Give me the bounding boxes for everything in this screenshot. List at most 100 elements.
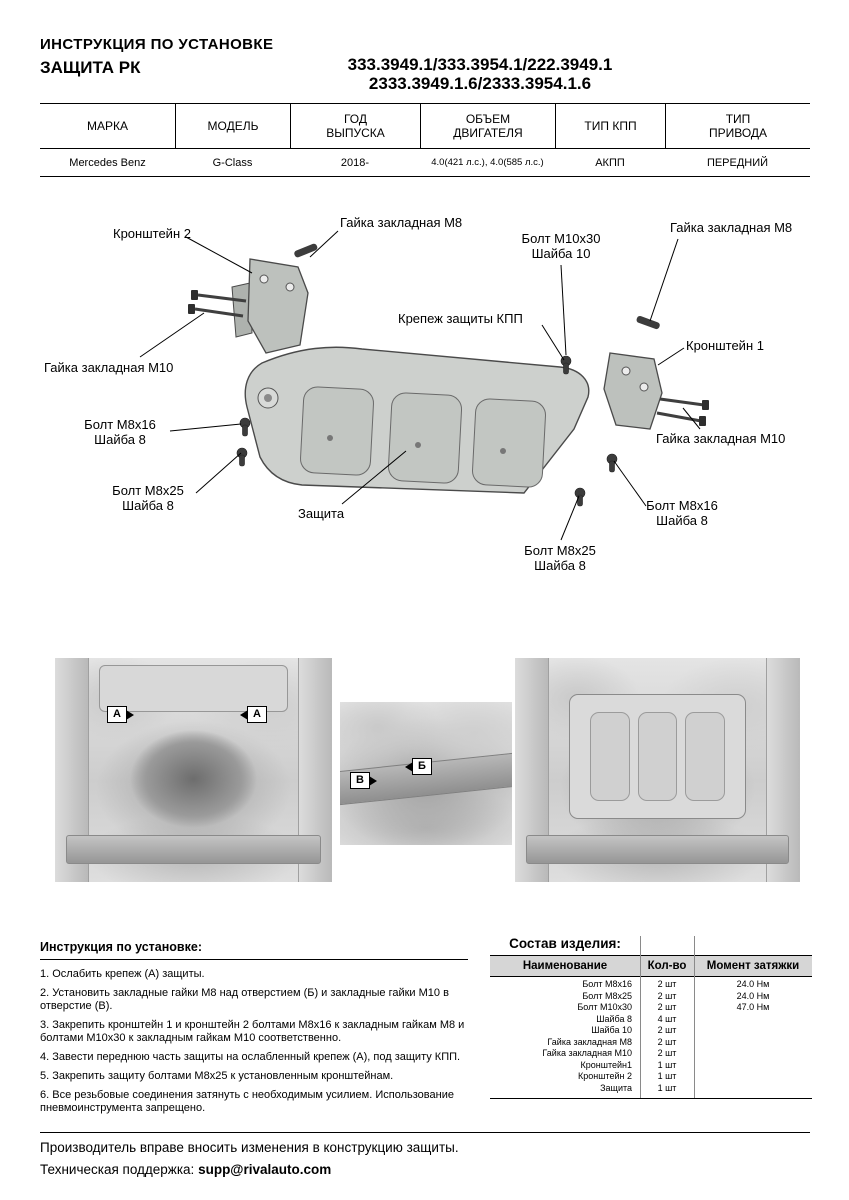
photo-front-before: А А — [55, 658, 332, 882]
instruction-step: 1. Ослабить крепеж (А) защиты. — [40, 968, 205, 980]
photo-front-after — [515, 658, 800, 882]
part-numbers: 333.3949.1/333.3954.1/222.3949.1 2333.39… — [280, 55, 680, 93]
part-qty: 2 шт — [657, 990, 677, 1001]
photo-frame-detail: В Б — [340, 702, 512, 845]
bolts-drawing — [236, 355, 618, 507]
rod-heads-drawing — [188, 290, 709, 426]
part-name: Гайка закладная М8 — [547, 1036, 632, 1047]
part-qty: 1 шт — [657, 1059, 677, 1070]
part-qty: 2 шт — [657, 1025, 677, 1035]
spec-value-model: G-Class — [212, 156, 253, 169]
part-qty: 2 шт — [657, 979, 677, 989]
marker-v: В — [350, 772, 377, 789]
label-embed-nut-m8-top: Гайка закладная М8 — [340, 215, 463, 230]
label-bracket-2: Кронштейн 2 — [113, 226, 191, 241]
bracket-2-drawing — [231, 258, 309, 354]
spec-value-brand: Mercedes Benz — [69, 156, 146, 169]
spec-value-year: 2018- — [340, 156, 370, 169]
footer-divider — [40, 1132, 810, 1133]
stud-rods-drawing — [194, 293, 705, 423]
exploded-diagram: Гайка закладная М8 Кронштейн 2 Болт М10х… — [0, 195, 849, 625]
part-qty: 1 шт — [657, 1071, 677, 1081]
parts-header-torque: Момент затяжки — [706, 960, 800, 972]
part-torque — [694, 1060, 812, 1072]
shield-rib — [685, 711, 725, 802]
part-torque — [694, 1025, 812, 1037]
table-row: Болт М8х25 2 шт 24.0 Нм — [490, 991, 812, 1003]
parts-section: Состав изделия: Наименование Кол-во Моме… — [490, 936, 812, 1099]
shield-installed-in-photo — [569, 693, 746, 820]
table-row: Кронштейн 2 1 шт — [490, 1071, 812, 1083]
instructions-section: Инструкция по установке: 1. Ослабить кре… — [40, 940, 468, 1121]
label-embed-nut-m8-right: Гайка закладная М8 — [670, 220, 793, 235]
part-name: Кронштейн1 — [580, 1059, 632, 1070]
part-torque — [694, 1014, 812, 1026]
table-row: Гайка закладная М8 2 шт — [490, 1037, 812, 1049]
part-qty: 1 шт — [657, 1082, 677, 1093]
instructions-title: Инструкция по установке: — [40, 940, 202, 954]
spec-value-drive: ПЕРЕДНИЙ — [706, 156, 769, 169]
shield-rib — [637, 711, 678, 802]
part-torque — [694, 1083, 812, 1095]
part-name: Гайка закладная М10 — [542, 1048, 632, 1058]
exploded-diagram-drawing — [139, 230, 709, 541]
table-row: Защита 1 шт — [490, 1083, 812, 1095]
part-torque — [694, 1071, 812, 1083]
parts-header-qty: Кол-во — [647, 960, 687, 972]
support-line: Техническая поддержка: supp@rivalauto.co… — [40, 1162, 331, 1177]
instruction-step: 4. Завести переднюю часть защиты на осла… — [40, 1051, 461, 1063]
crossmember-in-photo — [66, 834, 321, 865]
part-name: Болт М10х30 — [577, 1002, 632, 1012]
part-qty: 2 шт — [657, 1036, 677, 1047]
table-row: Кронштейн1 1 шт — [490, 1060, 812, 1072]
part-name: Кронштейн 2 — [578, 1071, 632, 1081]
label-embed-nut-m10-left: Гайка закладная М10 — [44, 360, 174, 375]
table-row: Болт М8х16 2 шт 24.0 Нм — [490, 979, 812, 991]
spec-value-transmission: АКПП — [595, 156, 625, 169]
label-shield: Защита — [298, 506, 345, 521]
part-numbers-line2: 2333.3949.1.6/2333.3954.1.6 — [368, 74, 592, 93]
embed-nut-pins-drawing — [294, 243, 660, 330]
instruction-step: 6. Все резьбовые соединения затянуть с н… — [40, 1089, 454, 1114]
page-title: ИНСТРУКЦИЯ ПО УСТАНОВКЕ — [40, 36, 274, 53]
spec-header-brand: МАРКА — [87, 119, 128, 133]
part-qty: 4 шт — [657, 1013, 677, 1024]
part-torque — [694, 1037, 812, 1049]
part-torque: 24.0 Нм — [736, 990, 770, 1001]
instructions-divider — [40, 959, 468, 960]
product-name: ЗАЩИТА РК — [40, 58, 141, 77]
part-torque: 24.0 Нм — [736, 979, 770, 989]
part-qty: 2 шт — [657, 1048, 677, 1058]
part-name: Болт М8х16 — [582, 979, 632, 989]
table-row: Гайка закладная М10 2 шт — [490, 1048, 812, 1060]
part-name: Болт М8х25 — [582, 990, 632, 1001]
crossmember-in-photo — [526, 834, 789, 865]
drivetrain-in-photo — [129, 729, 258, 829]
label-gearbox-guard-mount: Крепеж защиты КПП — [398, 311, 523, 326]
parts-title: Состав изделия: — [509, 936, 621, 951]
marker-b: Б — [405, 758, 432, 775]
manufacturer-note: Производитель вправе вносить изменения в… — [40, 1140, 459, 1155]
part-name: Защита — [600, 1082, 632, 1093]
shield-plate-drawing — [244, 346, 590, 494]
label-embed-nut-m10-right: Гайка закладная М10 — [656, 431, 786, 446]
leader-lines — [139, 230, 701, 541]
instruction-step: 5. Закрепить защиту болтами М8х25 к уста… — [40, 1070, 394, 1082]
spec-header-model: МОДЕЛЬ — [175, 104, 290, 148]
shield-rib — [590, 711, 630, 802]
part-qty: 2 шт — [657, 1002, 677, 1012]
spec-table-row: Mercedes Benz G-Class 2018- 4.0(421 л.с.… — [40, 149, 810, 177]
support-email: supp@rivalauto.com — [198, 1162, 332, 1177]
part-torque — [694, 1048, 812, 1060]
marker-a-right: А — [240, 706, 267, 723]
spec-value-engine: 4.0(421 л.с.), 4.0(585 л.с.) — [431, 157, 544, 168]
parts-table-body: Болт М8х16 2 шт 24.0 Нм Болт М8х25 2 шт 24.0… — [490, 977, 812, 1094]
part-numbers-line1: 333.3949.1/333.3954.1/222.3949.1 — [347, 55, 613, 74]
label-bracket-1: Кронштейн 1 — [686, 338, 764, 353]
